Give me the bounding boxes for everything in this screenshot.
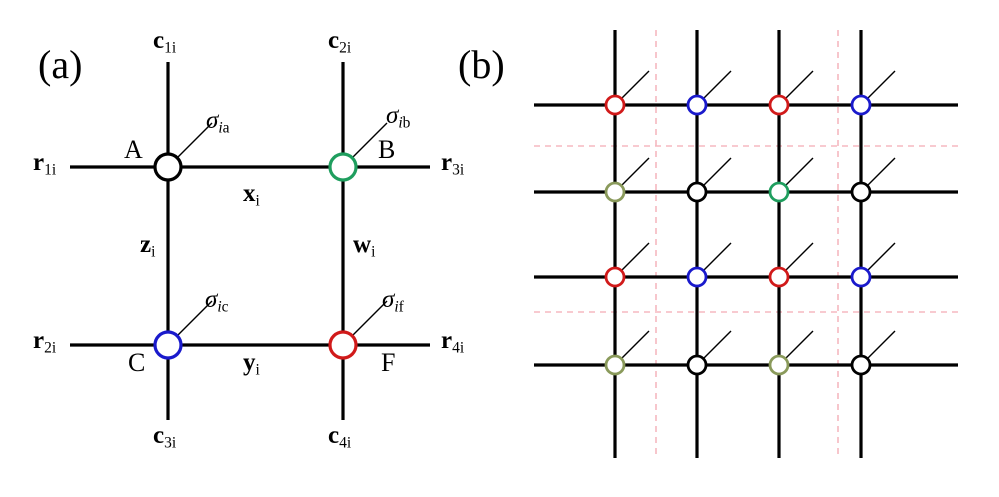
leg-label-c1i: c1i <box>153 27 177 57</box>
label-sigma-if: σif <box>382 286 404 316</box>
lattice-node-r3c1[interactable] <box>604 266 626 288</box>
stub-sigma-if <box>351 300 388 337</box>
lattice-stub-r4c1 <box>621 330 650 359</box>
lattice-node-r1c3[interactable] <box>768 94 790 116</box>
edge-label-w: wi <box>353 231 376 261</box>
lattice-stub-r3c1 <box>621 242 650 271</box>
edge-label-z: zi <box>140 231 156 261</box>
label-sigma-ia: σia <box>206 107 230 137</box>
lattice-stub-r4c3 <box>785 330 814 359</box>
lattice-stub-r3c4 <box>867 242 896 271</box>
lattice-stub-r3c2 <box>703 242 732 271</box>
node-circle-c[interactable] <box>153 330 183 360</box>
panel-label-b: (b) <box>458 42 505 87</box>
panel-label-a: (a) <box>38 42 83 87</box>
lattice-node-r4c2[interactable] <box>686 354 708 376</box>
lattice-node-r3c4[interactable] <box>850 266 872 288</box>
lattice-node-r1c2[interactable] <box>686 94 708 116</box>
lattice-stub-r2c3 <box>785 157 814 186</box>
lattice-node-r2c1[interactable] <box>604 181 626 203</box>
lattice-node-r2c4[interactable] <box>850 181 872 203</box>
leg-label-r3i: r3i <box>441 149 465 179</box>
node-circle-f[interactable] <box>328 330 358 360</box>
node-circle-a[interactable] <box>153 152 183 182</box>
lattice-stub-r2c2 <box>703 157 732 186</box>
node-letter-a: A <box>124 135 143 164</box>
edge-label-y: yi <box>243 349 260 379</box>
label-sigma-ib: σib <box>386 102 411 132</box>
lattice-node-r4c1[interactable] <box>604 354 626 376</box>
lattice-node-r3c3[interactable] <box>768 266 790 288</box>
lattice-stub-r1c3 <box>785 70 814 99</box>
node-letter-b: B <box>378 135 396 164</box>
node-letter-f: F <box>381 348 396 377</box>
lattice-stub-r1c4 <box>867 70 896 99</box>
leg-label-c4i: c4i <box>328 422 352 452</box>
lattice-node-r3c2[interactable] <box>686 266 708 288</box>
lattice-stub-r4c4 <box>867 330 896 359</box>
lattice-stub-r3c3 <box>785 242 814 271</box>
lattice-stub-r1c2 <box>703 70 732 99</box>
stub-sigma-ic <box>176 300 213 337</box>
lattice-node-r2c3[interactable] <box>768 181 790 203</box>
lattice-node-r4c4[interactable] <box>850 354 872 376</box>
lattice-node-r1c1[interactable] <box>604 94 626 116</box>
node-circle-b[interactable] <box>328 152 358 182</box>
lattice-stub-r2c1 <box>621 157 650 186</box>
lattice-node-r1c4[interactable] <box>850 94 872 116</box>
lattice-stub-r2c4 <box>867 157 896 186</box>
lattice-node-r2c2[interactable] <box>686 181 708 203</box>
lattice-node-r4c3[interactable] <box>768 354 790 376</box>
leg-label-c2i: c2i <box>328 27 352 57</box>
leg-label-r4i: r4i <box>441 327 465 357</box>
leg-label-c3i: c3i <box>153 422 177 452</box>
lattice-stub-r1c1 <box>621 70 650 99</box>
lattice-stub-r4c2 <box>703 330 732 359</box>
node-letter-c: C <box>128 348 146 377</box>
label-sigma-ic: σic <box>205 286 229 316</box>
edge-label-x: xi <box>243 180 260 210</box>
stub-sigma-ib <box>351 122 388 159</box>
leg-label-r2i: r2i <box>33 327 57 357</box>
stub-sigma-ia <box>176 122 213 159</box>
leg-label-r1i: r1i <box>33 149 57 179</box>
